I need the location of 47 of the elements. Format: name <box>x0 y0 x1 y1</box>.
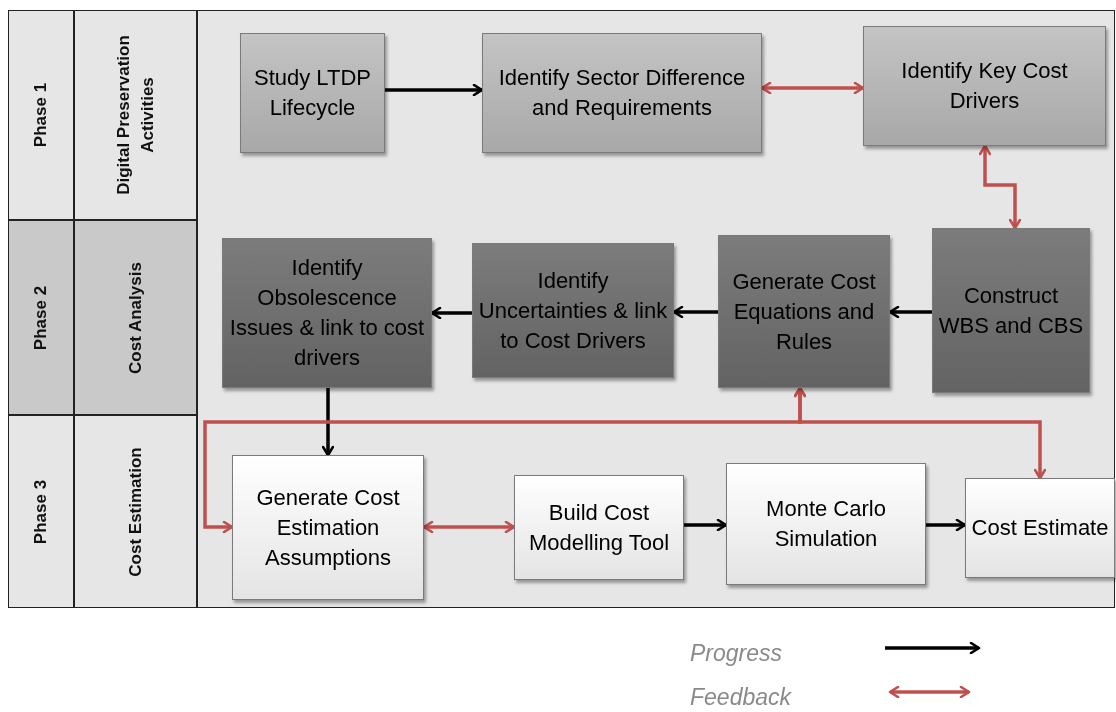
arrow <box>430 306 472 320</box>
process-box <box>472 243 674 378</box>
process-box <box>932 228 1090 393</box>
box-label: Identify Uncertainties & link to Cost Drivers <box>477 266 669 355</box>
arrow <box>888 305 932 319</box>
phase-label: Phase 2 <box>30 284 51 352</box>
arrow <box>385 83 484 97</box>
phase-label: Cost Estimation <box>124 445 146 579</box>
arrow <box>672 305 718 319</box>
box-label: Identify Key Cost Drivers <box>900 57 1069 115</box>
phase-band-cell <box>8 220 74 415</box>
process-box <box>514 475 684 580</box>
process-box <box>232 455 424 600</box>
phase-band-cell <box>8 10 74 220</box>
box-label: Generate Cost Estimation Assumptions <box>255 483 401 572</box>
arrow <box>422 520 516 534</box>
arrow <box>321 388 335 457</box>
box-label: Monte Carlo Simulation <box>765 495 887 553</box>
arrow <box>684 518 728 532</box>
box-label: Construct WBS and CBS <box>937 281 1085 340</box>
box-label: Generate Cost Equations and Rules <box>731 267 877 356</box>
box-label: Study LTDP Lifecycle <box>253 64 372 122</box>
legend-label: Progress <box>690 640 783 667</box>
phase-label: Cost Analysis <box>124 260 146 376</box>
arrow <box>978 144 1022 230</box>
legend-label: Feedback <box>690 684 791 711</box>
phase-band-cell <box>74 415 197 608</box>
phase-label: Digital Preservation Activities <box>112 34 158 197</box>
box-label: Cost Estimate <box>971 514 1109 542</box>
box-label: Build Cost Modelling Tool <box>527 498 671 557</box>
phase-band-cell <box>8 415 74 608</box>
phase-label: Phase 3 <box>30 478 51 546</box>
process-box <box>718 235 890 388</box>
phase-label: Phase 1 <box>30 81 51 150</box>
arrow <box>793 386 1047 480</box>
arrow <box>760 81 865 95</box>
process-box <box>240 33 385 153</box>
process-box <box>863 26 1106 146</box>
process-box <box>222 238 432 388</box>
box-label: Identify Sector Difference and Requirements <box>497 64 747 122</box>
phase-band-cell <box>74 10 197 220</box>
arrow <box>926 518 967 532</box>
phase-band-cell <box>74 220 197 415</box>
process-box <box>726 463 926 585</box>
box-label: Identify Obsolescence Issues & link to cost drivers <box>228 254 426 372</box>
process-box <box>965 478 1115 578</box>
process-box <box>482 33 762 153</box>
